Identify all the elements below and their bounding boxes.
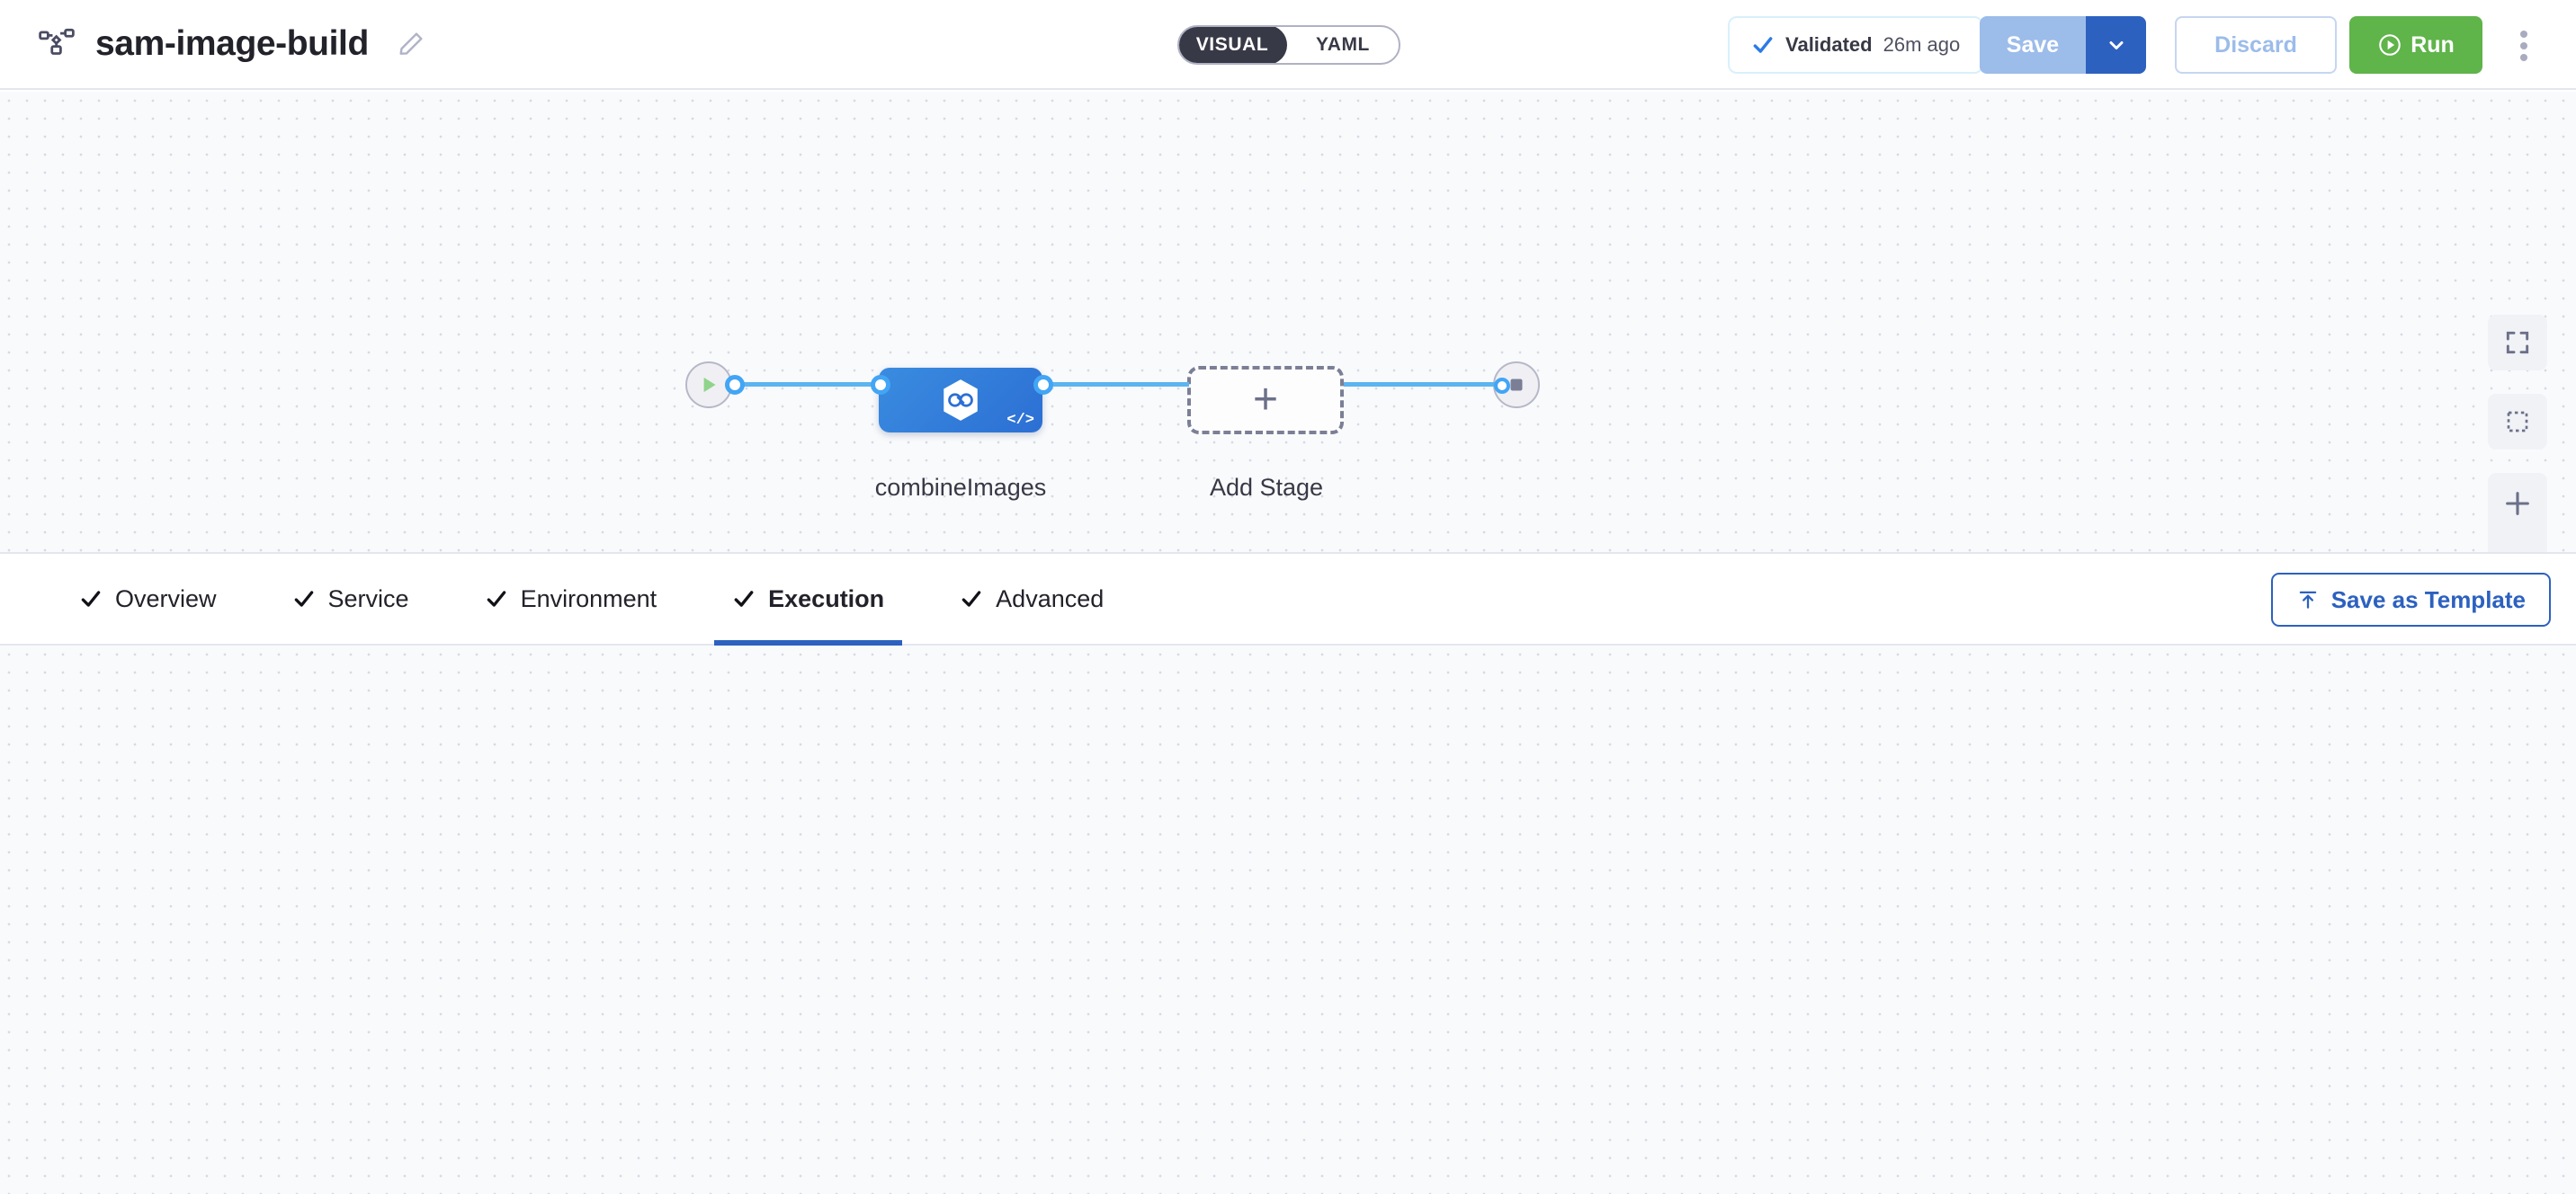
edge-start-to-stage <box>735 382 881 387</box>
tab-execution[interactable]: Execution <box>694 554 922 646</box>
stop-square-icon <box>1505 373 1528 397</box>
save-as-template-button[interactable]: Save as Template <box>2270 573 2551 627</box>
stage-tabbar: Overview Service Environment Execution <box>0 552 2576 646</box>
tab-advanced[interactable]: Advanced <box>922 554 1141 644</box>
stage-label: combineImages <box>874 474 1047 501</box>
validated-label: Validated <box>1785 33 1873 56</box>
pipeline-start-node <box>685 361 732 408</box>
select-area-button[interactable] <box>2488 394 2547 450</box>
stage-node-combineimages[interactable]: </> <box>879 368 1042 432</box>
plus-icon <box>2502 488 2533 519</box>
status-badge: Validated 26m ago <box>1728 16 1984 74</box>
add-stage-button[interactable]: + <box>1187 366 1344 434</box>
kebab-menu-icon[interactable] <box>2506 27 2542 65</box>
header-left: sam-image-build <box>0 24 426 64</box>
pencil-icon[interactable] <box>389 29 426 59</box>
edge-addstage-to-end <box>1344 382 1507 387</box>
check-icon <box>1751 33 1775 57</box>
end-port[interactable] <box>1494 378 1510 394</box>
run-button[interactable]: Run <box>2349 16 2482 74</box>
tab-service-label: Service <box>327 584 409 612</box>
check-icon <box>79 587 103 610</box>
check-icon <box>485 587 508 610</box>
stage-in-port[interactable] <box>871 375 890 395</box>
harness-hexagon-icon <box>940 378 981 423</box>
play-icon <box>697 373 720 397</box>
execution-canvas[interactable]: Execution <box>0 646 2576 1194</box>
tab-list: Overview Service Environment Execution <box>0 554 1141 646</box>
zoom-out-button[interactable] <box>2488 534 2547 552</box>
tab-environment-label: Environment <box>520 584 657 612</box>
stage-code-badge: </> <box>1006 412 1034 429</box>
check-icon <box>732 587 756 610</box>
validated-time: 26m ago <box>1883 33 1961 56</box>
save-split-button[interactable]: Save <box>1980 16 2146 74</box>
tab-execution-label: Execution <box>768 584 885 612</box>
visual-yaml-toggle[interactable]: VISUAL YAML <box>1177 25 1400 65</box>
save-button[interactable]: Save <box>1980 16 2086 74</box>
tab-advanced-label: Advanced <box>996 584 1105 612</box>
stage-canvas[interactable]: </> combineImages + Add Stage <box>0 92 2576 552</box>
stage-out-port[interactable] <box>1033 375 1053 395</box>
tab-overview[interactable]: Overview <box>41 554 255 644</box>
tab-service[interactable]: Service <box>255 554 447 644</box>
canvas-controls[interactable] <box>2488 315 2547 552</box>
zoom-in-button[interactable] <box>2488 473 2547 534</box>
save-as-template-label: Save as Template <box>2330 585 2526 613</box>
chevron-down-icon[interactable] <box>2086 16 2146 74</box>
upload-template-icon <box>2296 588 2320 611</box>
edge-stage-to-addstage <box>1043 382 1189 387</box>
mode-yaml[interactable]: YAML <box>1316 34 1370 55</box>
fit-to-screen-button[interactable] <box>2488 315 2547 370</box>
run-label: Run <box>2411 31 2455 58</box>
check-icon <box>292 587 316 610</box>
pipeline-nodes-icon <box>38 25 76 63</box>
page-title: sam-image-build <box>95 24 369 63</box>
add-stage-label: Add Stage <box>1209 474 1324 501</box>
app-header: sam-image-build VISUAL YAML Validated 26… <box>0 0 2576 90</box>
expand-icon <box>2503 328 2532 357</box>
dashed-square-icon <box>2503 407 2532 436</box>
zoom-controls[interactable] <box>2488 473 2547 552</box>
tab-environment[interactable]: Environment <box>447 554 695 644</box>
play-circle-icon <box>2377 32 2402 58</box>
tab-overview-label: Overview <box>115 584 217 612</box>
check-icon <box>960 587 983 610</box>
discard-button[interactable]: Discard <box>2175 16 2337 74</box>
start-port[interactable] <box>725 375 745 395</box>
mode-visual[interactable]: VISUAL <box>1179 27 1287 63</box>
